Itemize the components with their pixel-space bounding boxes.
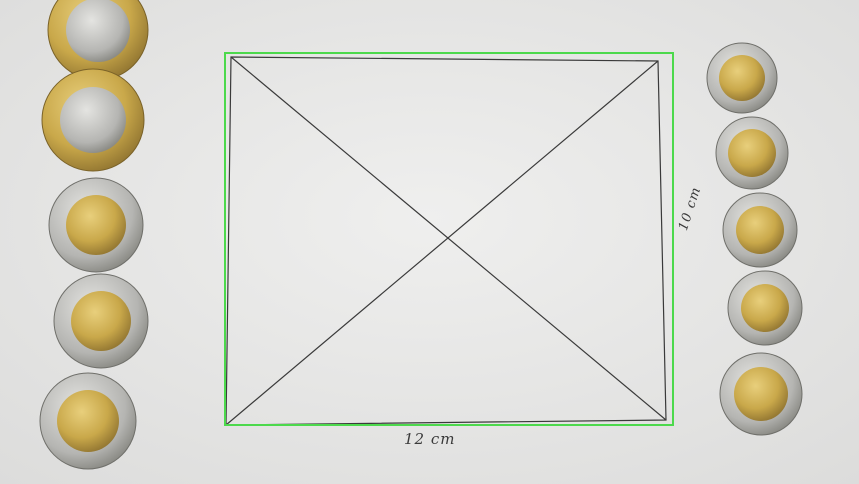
- width-label: 12 cm: [404, 430, 456, 448]
- coin: [53, 273, 149, 369]
- coin: [41, 68, 145, 172]
- coin: [47, 0, 149, 81]
- pencil-drawing: [225, 56, 667, 426]
- coin: [48, 177, 144, 273]
- detection-box: [224, 52, 674, 426]
- left-coin-column: [39, 0, 149, 470]
- coin: [719, 352, 803, 436]
- coin: [722, 192, 798, 268]
- diagonal-2: [225, 60, 659, 426]
- coin: [727, 270, 803, 346]
- coin: [715, 116, 789, 190]
- right-coin-column: [706, 42, 803, 436]
- diagonal-1: [230, 56, 667, 421]
- coin: [39, 372, 137, 470]
- coin: [706, 42, 778, 114]
